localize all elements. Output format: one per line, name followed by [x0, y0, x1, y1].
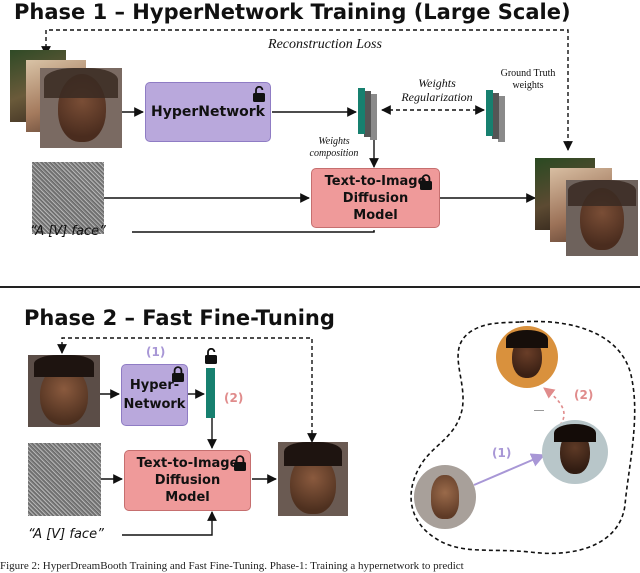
lock-closed-icon: [419, 174, 433, 195]
p2-step2-label: (2): [224, 391, 244, 405]
latent-step2-arrow: [543, 387, 565, 426]
phase-divider: [0, 286, 640, 288]
p2-weights: [206, 368, 215, 418]
p2-loss-arrow: [57, 337, 317, 443]
latent-step1-arrow: [473, 453, 546, 486]
p2-hypernetwork-label: Hyper-Network: [123, 378, 186, 412]
p2-noise-image: [28, 443, 101, 516]
p2-weights-lock-open-icon: [204, 347, 218, 369]
latent-face-top: [496, 326, 558, 388]
ground-truth-weights-label: Ground Truth weights: [500, 68, 556, 91]
input-face-front: [40, 68, 122, 148]
figure-caption: Figure 2: HyperDreamBooth Training and F…: [0, 560, 464, 572]
phase2-title: Phase 2 – Fast Fine-Tuning: [24, 306, 335, 330]
weight-space-boundary: [410, 320, 636, 555]
p2-diffusion-lock-icon: [233, 455, 247, 476]
latent-marker: [534, 410, 544, 411]
p2-prompt-text: “A [V] face”: [28, 527, 104, 542]
diffusion-model-box: Text-to-Image Diffusion Model: [311, 168, 440, 228]
predicted-weights: [358, 88, 384, 140]
p2-output-face: [278, 442, 348, 516]
prompt-text: “A [V] face”: [30, 224, 106, 239]
noise-image: [32, 162, 104, 234]
reconstruction-loss-label: Reconstruction Loss: [268, 37, 382, 52]
latent-step1-label: (1): [492, 446, 512, 460]
hypernetwork-box: HyperNetwork: [145, 82, 271, 142]
ground-truth-weights: [486, 90, 512, 142]
hypernetwork-label: HyperNetwork: [151, 104, 265, 120]
weights-composition-label: Weights composition: [309, 136, 359, 159]
p2-step1-label: (1): [146, 345, 166, 359]
prompt-to-diffusion-line: [132, 231, 375, 233]
lock-open-icon: [252, 85, 266, 107]
phase1-title: Phase 1 – HyperNetwork Training (Large S…: [14, 0, 571, 24]
weights-regularization-label: Weights Regularization: [401, 76, 473, 104]
p2-diffusion-model-label: Text-to-Image Diffusion Model: [136, 456, 239, 505]
p2-diffusion-model-box: Text-to-Image Diffusion Model: [124, 450, 251, 511]
latent-face-initial: [414, 465, 476, 529]
latent-step2-label: (2): [574, 388, 594, 402]
p2-hypernetwork-lock-icon: [171, 366, 185, 387]
output-face-front: [566, 180, 638, 256]
latent-face-middle: [542, 420, 608, 484]
p2-input-face: [28, 355, 100, 427]
p2-prompt-to-diffusion-line: [122, 511, 217, 536]
diffusion-model-label: Text-to-Image Diffusion Model: [324, 173, 427, 223]
